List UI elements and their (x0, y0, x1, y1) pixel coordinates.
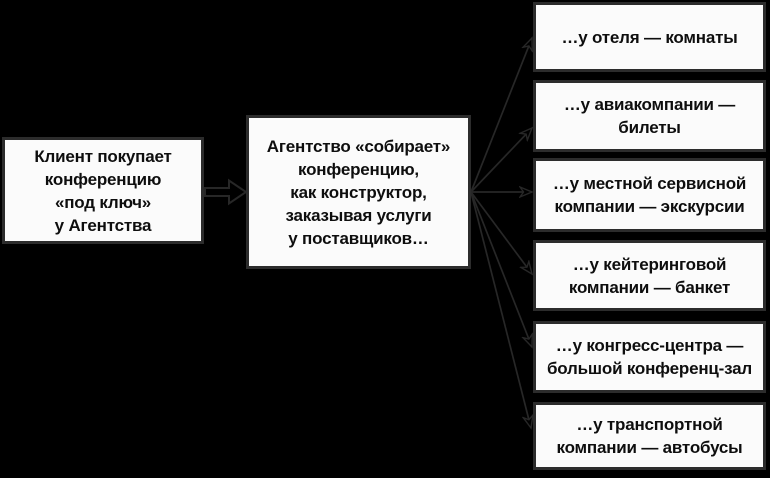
arrow-agency-to-airline (470, 128, 532, 193)
agency-box: Агентство «собирает» конференцию, как ко… (246, 115, 471, 269)
supplier-box-catering: …у кейтеринговой компании — банкет (533, 240, 766, 311)
arrow-agency-to-hotel (470, 38, 532, 193)
supplier-box-catering-text: …у кейтеринговой компании — банкет (568, 254, 731, 297)
arrow-agency-to-congress-center (470, 191, 532, 347)
agency-box-text: Агентство «собирает» конференцию, как ко… (266, 136, 451, 248)
supplier-box-airline-text: …у авиакомпании — билеты (563, 95, 736, 137)
supplier-box-local-service-text: …у местной сервисной компании — экскурси… (552, 174, 747, 216)
arrow-client-to-agency (204, 178, 248, 206)
supplier-box-local-service: …у местной сервисной компании — экскурси… (533, 158, 766, 232)
client-box: Клиент покупает конференцию «под ключ» у… (2, 137, 204, 244)
supplier-box-congress-center-text: …у конгресс-центра — большой конференц-з… (547, 336, 752, 378)
supplier-box-congress-center: …у конгресс-центра — большой конференц-з… (533, 321, 766, 393)
supplier-box-hotel: …у отеля — комнаты (533, 2, 766, 72)
arrow-agency-to-catering (470, 191, 532, 274)
supplier-box-transport: …у транспортной компании — автобусы (533, 402, 766, 470)
supplier-box-transport-text: …у транспортной компании — автобусы (556, 415, 743, 457)
client-box-text: Клиент покупает конференцию «под ключ» у… (34, 146, 172, 235)
supplier-box-hotel-text: …у отеля — комнаты (561, 27, 738, 47)
arrow-agency-to-transport (470, 191, 531, 428)
supplier-box-airline: …у авиакомпании — билеты (533, 80, 766, 152)
